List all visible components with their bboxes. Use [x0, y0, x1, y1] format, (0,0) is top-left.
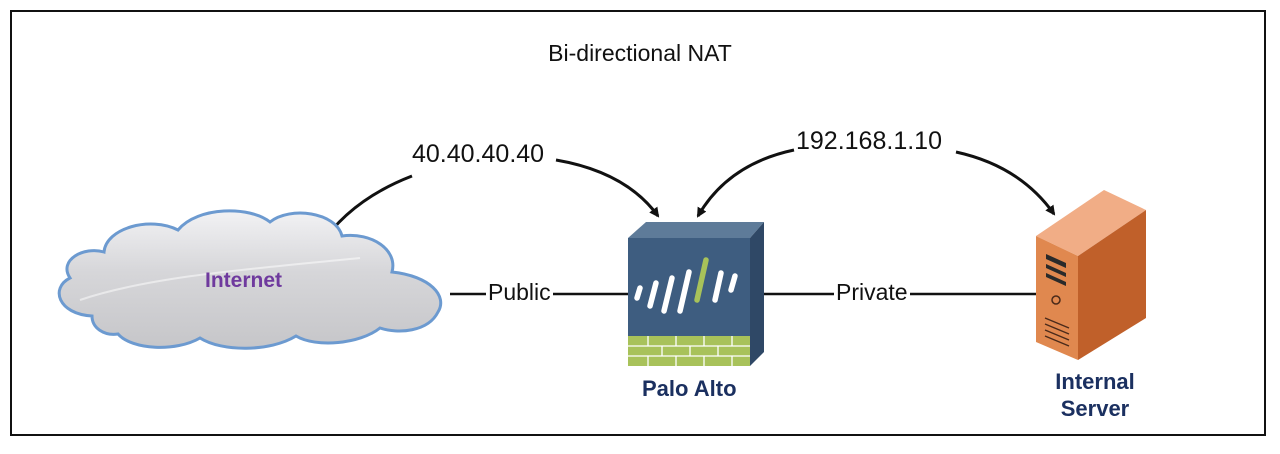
diagram-frame [10, 10, 1266, 436]
private-ip-label: 192.168.1.10 [796, 127, 942, 155]
arrow-to-server [955, 150, 1056, 216]
internet-label: Internet [205, 269, 283, 292]
internal-server-icon [1036, 190, 1146, 360]
palo-alto-firewall-icon [628, 222, 764, 366]
arrow-to-firewall-right [696, 148, 795, 218]
internal-server-label: Internal Server [1040, 368, 1150, 422]
private-link-label: Private [834, 279, 910, 306]
internet-cloud-icon [57, 209, 443, 350]
palo-alto-label: Palo Alto [642, 376, 737, 401]
public-ip-label: 40.40.40.40 [412, 140, 545, 168]
public-link-label: Public [486, 279, 553, 306]
server-label-line2: Server [1060, 396, 1130, 421]
diagram-title: Bi-directional NAT [548, 40, 732, 66]
arrow-to-firewall-left [555, 158, 660, 218]
server-label-line1: Internal [1055, 369, 1135, 394]
